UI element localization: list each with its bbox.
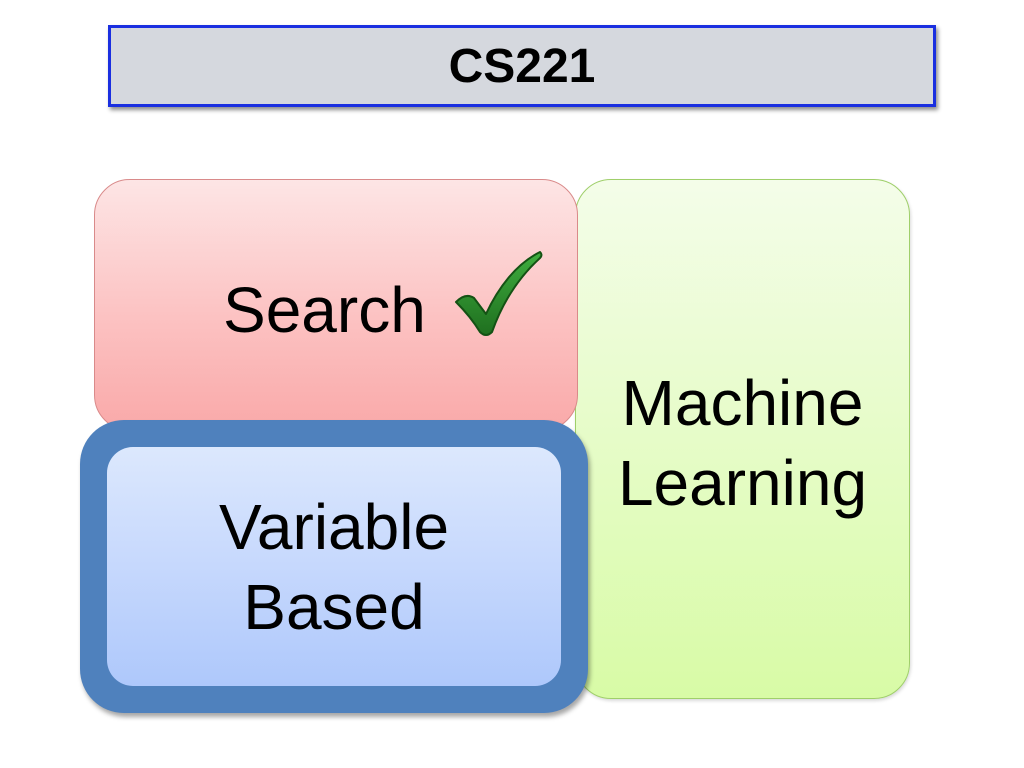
machine-learning-line-2: Learning — [617, 447, 868, 519]
machine-learning-label: Machine Learning — [576, 363, 909, 523]
slide-title: CS221 — [448, 39, 596, 93]
checkmark-icon — [455, 251, 543, 336]
machine-learning-box: Machine Learning — [575, 179, 910, 699]
title-bar: CS221 — [108, 25, 936, 107]
machine-learning-line-1: Machine — [621, 367, 864, 439]
search-label: Search — [223, 274, 426, 346]
variable-based-inner: Variable Based — [107, 447, 561, 686]
variable-based-line-1: Variable — [218, 490, 450, 563]
variable-based-box: Variable Based — [80, 420, 588, 713]
search-box: Search — [94, 179, 578, 431]
variable-based-line-2: Based — [243, 570, 425, 643]
